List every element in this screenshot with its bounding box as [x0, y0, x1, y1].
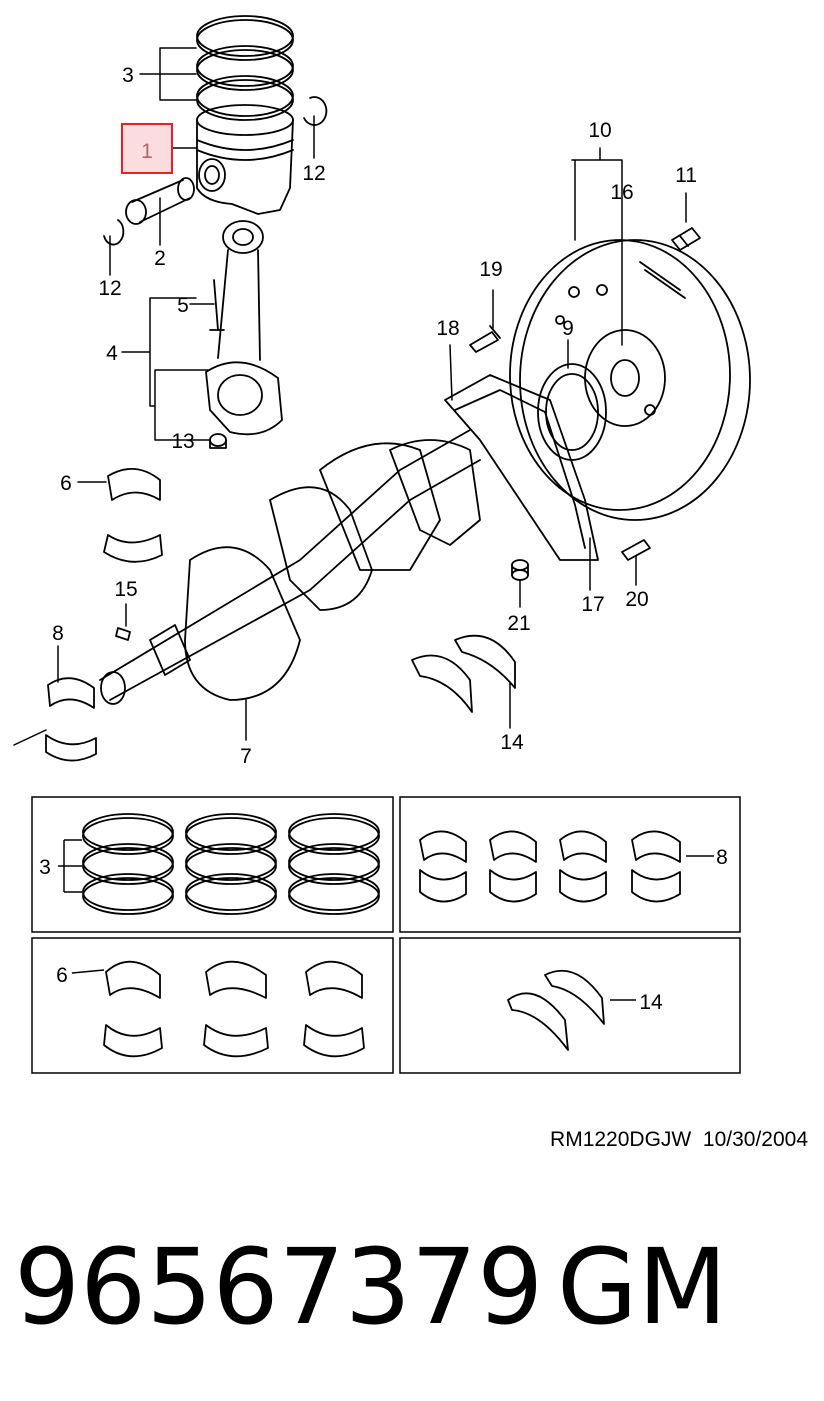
connecting-rod-drawing — [205, 220, 283, 449]
main-bearing-pair-drawing — [419, 830, 467, 903]
inset-callout-6: 6 — [56, 964, 68, 987]
inset-callout-8: 8 — [716, 846, 728, 869]
flywheel-drawing — [509, 239, 751, 521]
main-bearing-pair-drawing — [559, 830, 607, 903]
callout-10: 10 — [588, 119, 611, 142]
part-number: 96567379 — [14, 1226, 544, 1348]
callout-15: 15 — [114, 578, 137, 601]
crankshaft-drawing — [99, 429, 481, 705]
callout-12: 12 — [302, 162, 325, 185]
rod-bearing-pair-drawing — [103, 960, 163, 1058]
inset-panel-thrust-washers — [399, 937, 741, 1074]
drawing-code: RM1220DGJW 10/30/2004 — [550, 1128, 808, 1151]
inset-panel-rings — [31, 796, 394, 933]
callout-8: 8 — [52, 622, 64, 645]
callout-19: 19 — [479, 258, 502, 281]
ring-set-drawing — [82, 813, 174, 915]
callout-5: 5 — [177, 294, 189, 317]
piston-pin-drawing — [125, 177, 195, 225]
callout-1: 1 — [141, 140, 153, 163]
snap-ring-drawing — [303, 96, 328, 126]
callout-11: 11 — [675, 164, 697, 187]
piston-drawing — [196, 104, 294, 215]
thrust-washer-drawing — [507, 969, 605, 1051]
callout-12: 12 — [98, 277, 121, 300]
callout-6: 6 — [60, 472, 72, 495]
inset-leader-lines — [58, 839, 714, 1001]
ring-set-drawing — [288, 813, 380, 915]
snap-ring-drawing — [103, 219, 125, 246]
callout-14: 14 — [500, 731, 524, 754]
highlight-box-part-1 — [121, 123, 173, 174]
rod-bearing-pair-drawing — [303, 960, 365, 1058]
callout-3: 3 — [122, 64, 134, 87]
inset-panel-rod-bearings — [31, 937, 394, 1074]
main-bearing-pair-drawing — [631, 830, 681, 903]
callout-13: 13 — [171, 430, 194, 453]
callout-20: 20 — [625, 588, 648, 611]
callout-9: 9 — [562, 317, 574, 340]
callout-4: 4 — [106, 342, 118, 365]
bolt-drawing — [469, 227, 701, 561]
rod-bearing-pair-drawing — [203, 960, 269, 1058]
callout-17: 17 — [581, 593, 604, 616]
dowel-pin-drawing — [511, 559, 529, 581]
part-info: 96567379 GM — [14, 1222, 814, 1352]
callout-2: 2 — [154, 247, 166, 270]
callout-18: 18 — [436, 317, 459, 340]
main-bearing-pair-drawing — [489, 830, 537, 903]
brand-name: GM — [557, 1226, 728, 1348]
callout-16: 16 — [610, 181, 633, 204]
seal-retainer-drawing — [444, 374, 599, 561]
oil-seal-drawing — [537, 363, 607, 461]
ring-set-drawing — [185, 813, 277, 915]
callout-7: 7 — [240, 745, 252, 768]
inset-panel-main-bearings — [399, 796, 741, 933]
bearing-shell-drawing — [45, 468, 516, 762]
leader-lines — [13, 47, 687, 746]
inset-callout-3: 3 — [39, 856, 51, 879]
piston-rings-drawing — [196, 15, 294, 121]
inset-callout-14: 14 — [639, 991, 663, 1014]
callout-21: 21 — [507, 612, 530, 635]
